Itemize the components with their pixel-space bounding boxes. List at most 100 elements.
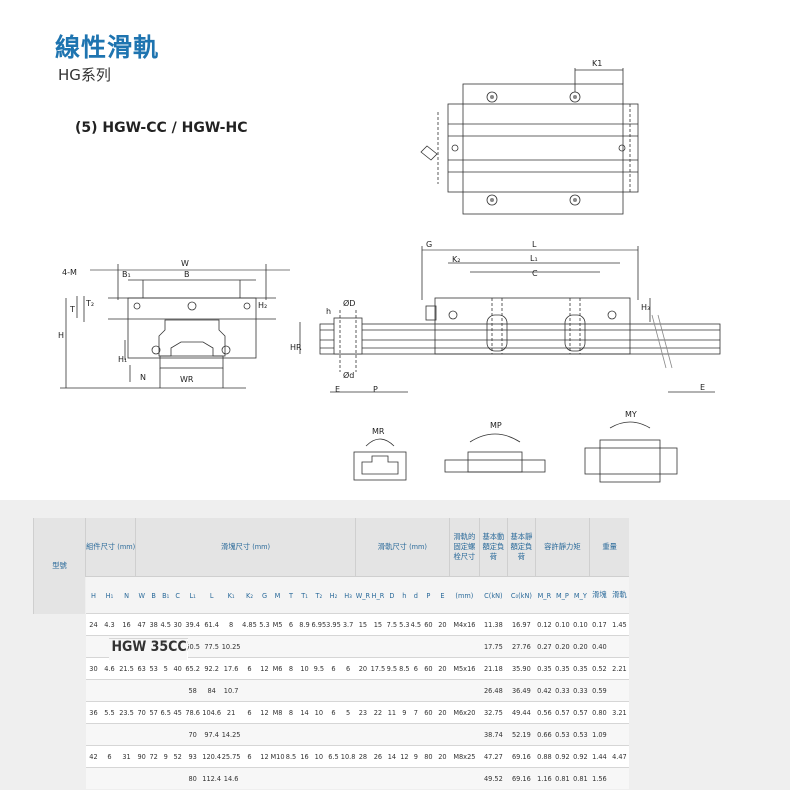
table-cell: 7: [410, 701, 422, 724]
subheader-cell: d: [410, 576, 422, 614]
table-cell: [355, 679, 371, 702]
table-cell: 84: [201, 679, 222, 702]
table-cell: 8: [284, 657, 298, 680]
table-cell: 23.5: [117, 701, 136, 724]
table-cell: 0.88: [535, 745, 554, 768]
table-cell: [326, 635, 341, 658]
subheader-cell: K₁: [221, 576, 241, 614]
subheader-cell: H₁: [101, 576, 118, 614]
table-cell: 21: [221, 701, 241, 724]
table-cell: 22: [370, 701, 386, 724]
subheader-cell: (mm): [449, 576, 480, 614]
table-cell: 10: [311, 745, 327, 768]
table-cell: [385, 723, 399, 746]
table-cell: 0.35: [553, 657, 572, 680]
table-cell: [159, 767, 172, 789]
table-cell: 14: [297, 701, 312, 724]
table-cell: 15: [355, 613, 371, 636]
subheader-cell: B₁: [159, 576, 172, 614]
subheader-cell: L: [201, 576, 222, 614]
table-cell: 6: [410, 657, 422, 680]
table-cell: 4.47: [609, 745, 630, 768]
table-cell: 0.92: [571, 745, 590, 768]
table-cell: [340, 767, 356, 789]
table-cell: 70: [135, 701, 148, 724]
subheader-cell: M_P: [553, 576, 572, 614]
table-cell: 0.10: [553, 613, 572, 636]
table-cell: [117, 767, 136, 789]
table-cell: 4.5: [159, 613, 172, 636]
table-cell: [326, 767, 341, 789]
model-cell: HGW 35CC: [108, 638, 187, 660]
subheader-cell: K₂: [240, 576, 259, 614]
table-cell: 36: [85, 701, 102, 724]
table-cell: 9: [398, 701, 411, 724]
table-cell: 8.5: [398, 657, 411, 680]
table-cell: 38.74: [479, 723, 508, 746]
subheader-cell: h: [398, 576, 411, 614]
table-cell: [311, 679, 327, 702]
table-cell: [135, 723, 148, 746]
table-cell: 12: [258, 745, 271, 768]
table-cell: [609, 635, 630, 658]
label-h: H: [58, 331, 64, 340]
table-cell: 28: [355, 745, 371, 768]
table-cell: [270, 723, 285, 746]
table-cell: [147, 767, 160, 789]
table-cell: 47.27: [479, 745, 508, 768]
label-mp: MP: [490, 421, 502, 430]
table-cell: 25.75: [221, 745, 241, 768]
table-cell: 50.5: [183, 635, 202, 658]
table-cell: [117, 723, 136, 746]
subheader-cell: C₀(kN): [507, 576, 536, 614]
table-cell: 0.33: [571, 679, 590, 702]
table-cell: 49.52: [479, 767, 508, 789]
table-cell: 0.66: [535, 723, 554, 746]
table-cell: 30: [85, 657, 102, 680]
table-cell: 6: [326, 657, 341, 680]
table-cell: 8: [221, 613, 241, 636]
subheader-cell: C: [171, 576, 184, 614]
table-cell: 5.3: [398, 613, 411, 636]
table-cell: [449, 679, 480, 702]
subheader-cell: W: [135, 576, 148, 614]
table-cell: 9.5: [385, 657, 399, 680]
label-c: C: [532, 269, 538, 278]
table-cell: 24: [85, 613, 102, 636]
table-cell: [355, 723, 371, 746]
table-cell: 4.3: [101, 613, 118, 636]
table-cell: [385, 679, 399, 702]
table-cell: 6: [240, 657, 259, 680]
table-cell: 30: [171, 613, 184, 636]
table-cell: 5.5: [101, 701, 118, 724]
table-cell: [311, 635, 327, 658]
table-cell: [258, 679, 271, 702]
header-dynamic: 基本動額定負荷: [478, 518, 508, 577]
table-cell: [340, 679, 356, 702]
table-cell: [270, 679, 285, 702]
table-cell: 3.21: [609, 701, 630, 724]
label-small-h: h: [326, 307, 331, 316]
table-cell: 2.21: [609, 657, 630, 680]
label-h2: H₂: [258, 301, 267, 310]
table-cell: 17.75: [479, 635, 508, 658]
table-cell: 42: [85, 745, 102, 768]
table-cell: [297, 723, 312, 746]
table-cell: 9.5: [311, 657, 327, 680]
table-cell: [421, 767, 436, 789]
table-cell: 6.5: [159, 701, 172, 724]
label-small-d: Ød: [343, 370, 354, 380]
table-cell: [240, 679, 259, 702]
table-cell: 97.4: [201, 723, 222, 746]
table-cell: 0.12: [535, 613, 554, 636]
table-cell: [410, 723, 422, 746]
table-cell: 8.9: [297, 613, 312, 636]
table-cell: M6x20: [449, 701, 480, 724]
subheader-cell: H₃: [340, 576, 356, 614]
table-cell: [101, 679, 118, 702]
table-cell: 0.35: [535, 657, 554, 680]
table-cell: 8: [284, 701, 298, 724]
table-cell: [240, 635, 259, 658]
subheader-cell: N: [117, 576, 136, 614]
table-cell: [240, 767, 259, 789]
